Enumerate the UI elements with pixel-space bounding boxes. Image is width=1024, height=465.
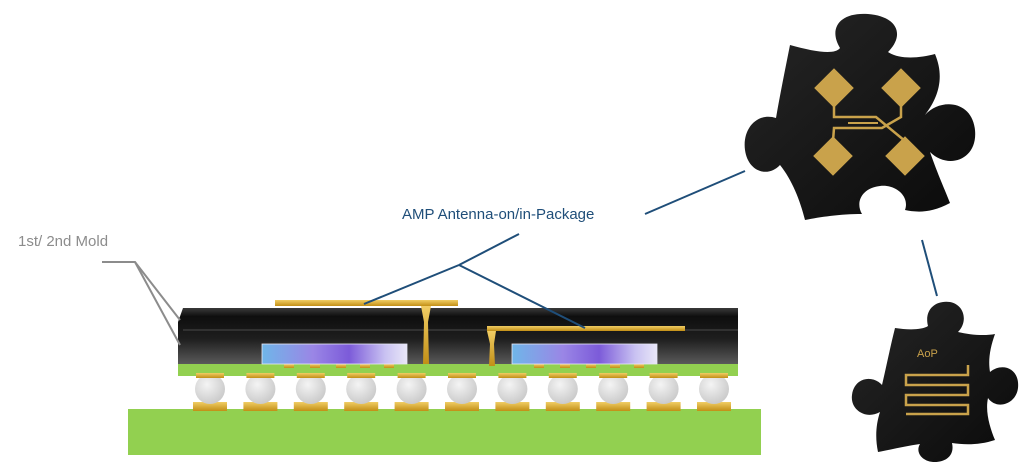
solder-ball bbox=[195, 374, 225, 404]
die-bump bbox=[586, 364, 596, 368]
via-inner bbox=[487, 331, 496, 366]
substrate-pad bbox=[196, 373, 224, 378]
substrate-pad bbox=[246, 373, 275, 378]
solder-ball bbox=[295, 374, 326, 404]
die-bump bbox=[384, 364, 394, 368]
pcb-pad bbox=[545, 402, 580, 411]
solder-ball bbox=[598, 374, 629, 404]
puzzle-piece-aop-antenna-icon: AoP bbox=[851, 301, 1019, 462]
solder-ball bbox=[346, 374, 377, 404]
die-bump bbox=[284, 364, 294, 368]
mold-label: 1st/ 2nd Mold bbox=[18, 233, 108, 250]
die-bump bbox=[610, 364, 620, 368]
die-bump bbox=[534, 364, 544, 368]
die-bump bbox=[560, 364, 570, 368]
solder-ball bbox=[497, 374, 528, 404]
die-left bbox=[261, 343, 408, 365]
pcb-pad bbox=[293, 402, 328, 411]
pcb-pad bbox=[193, 402, 227, 411]
puzzle-piece-patch-antenna-icon bbox=[744, 13, 976, 220]
substrate-pad bbox=[448, 373, 476, 378]
via-top bbox=[421, 306, 431, 364]
pcb-pad bbox=[445, 402, 479, 411]
amp-callout bbox=[363, 170, 938, 329]
solder-ball bbox=[648, 374, 679, 404]
pcb-pad bbox=[394, 402, 429, 411]
pcb-pad bbox=[697, 402, 731, 411]
solder-ball bbox=[245, 374, 276, 404]
substrate-pad bbox=[498, 373, 527, 378]
solder-balls bbox=[195, 374, 729, 404]
aop-label: AoP bbox=[917, 348, 938, 360]
substrate-pad bbox=[296, 373, 325, 378]
pcb-board bbox=[128, 409, 761, 455]
antenna-layer-inner bbox=[487, 326, 685, 331]
die-right bbox=[511, 343, 658, 365]
die-bump bbox=[634, 364, 644, 368]
pcb-pad bbox=[495, 402, 530, 411]
pcb-pad bbox=[243, 402, 278, 411]
die-bump bbox=[310, 364, 320, 368]
pcb-pad bbox=[344, 402, 379, 411]
die-bump bbox=[360, 364, 370, 368]
substrate-pad bbox=[397, 373, 426, 378]
substrate-pad bbox=[700, 373, 728, 378]
solder-ball bbox=[396, 374, 427, 404]
solder-ball bbox=[447, 374, 477, 404]
pcb-pad bbox=[596, 402, 631, 411]
pcb-pads bbox=[193, 402, 731, 411]
substrate-pad bbox=[599, 373, 628, 378]
mold-callout bbox=[102, 261, 181, 346]
solder-ball bbox=[547, 374, 578, 404]
solder-ball bbox=[699, 374, 729, 404]
amp-label: AMP Antenna-on/in-Package bbox=[402, 206, 594, 223]
substrate-pad bbox=[548, 373, 577, 378]
substrate-pad bbox=[347, 373, 376, 378]
die-bump bbox=[336, 364, 346, 368]
pcb-pad bbox=[646, 402, 681, 411]
substrate-pads bbox=[196, 364, 728, 378]
substrate-pad bbox=[649, 373, 678, 378]
